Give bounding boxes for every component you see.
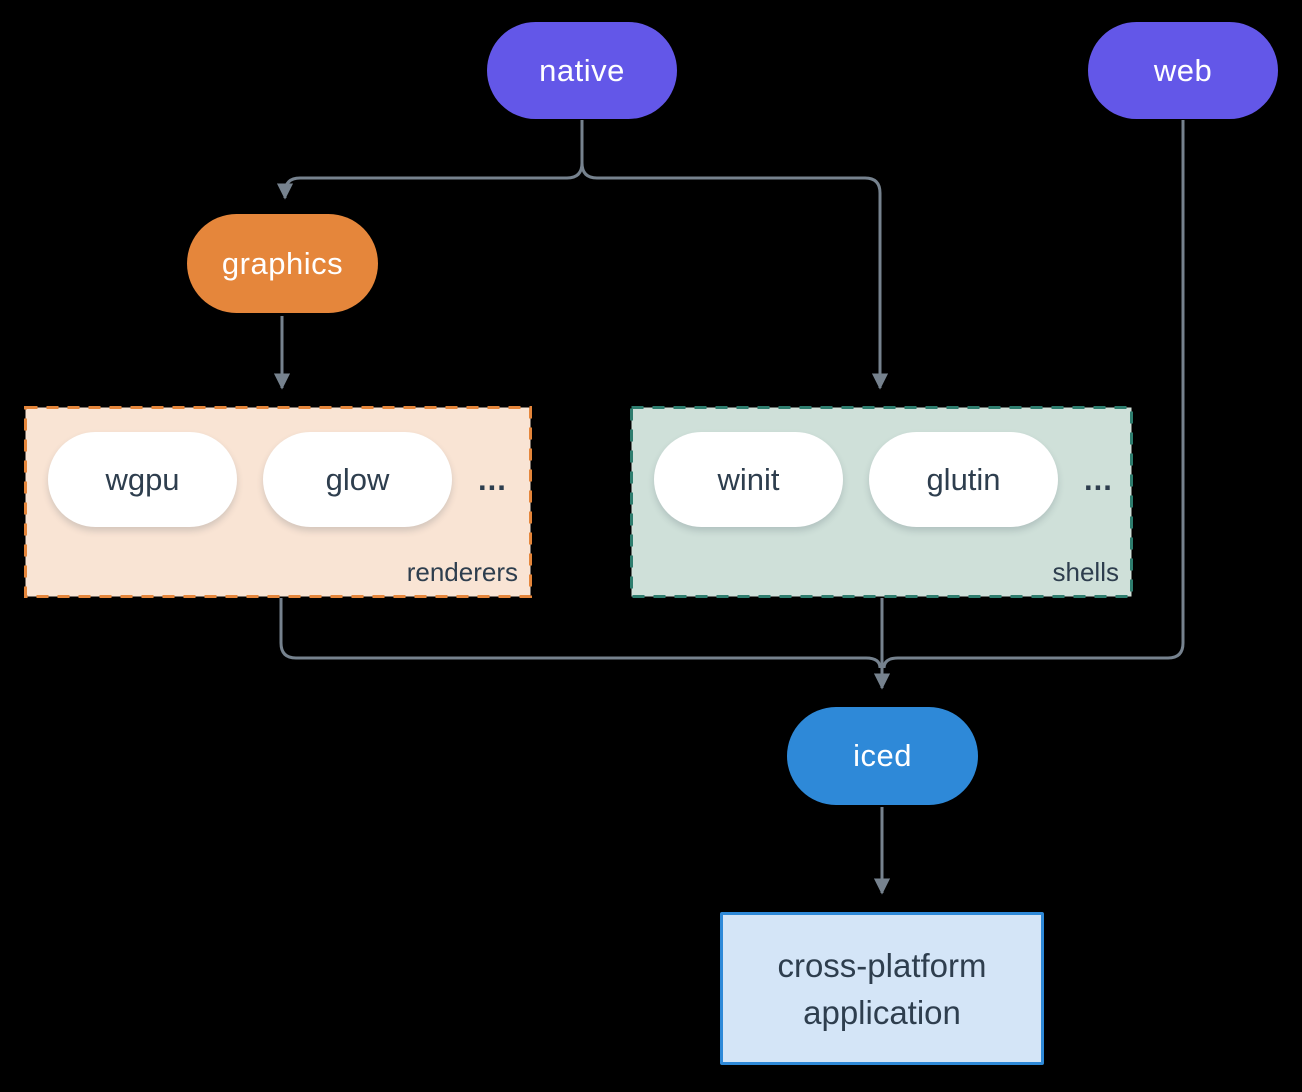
edge-web-iced	[882, 120, 1185, 669]
application-label-line1: cross-platform	[777, 946, 987, 984]
node-winit: winit	[654, 432, 843, 527]
edge-native-graphics	[276, 120, 584, 200]
node-web: web	[1088, 22, 1278, 119]
renderers-ellipsis: ...	[478, 461, 507, 497]
node-native: native	[487, 22, 677, 119]
node-wgpu: wgpu	[48, 432, 237, 527]
renderers-items: wgpu glow ...	[48, 432, 507, 527]
shells-items: winit glutin ...	[654, 432, 1113, 527]
node-glutin: glutin	[869, 432, 1058, 527]
renderers-group: wgpu glow ... renderers	[24, 406, 532, 598]
node-iced: iced	[787, 707, 978, 805]
node-glow: glow	[263, 432, 452, 527]
edge-renderers-iced	[279, 598, 882, 669]
shells-group: winit glutin ... shells	[630, 406, 1133, 598]
node-cross-platform-application: cross-platform application	[720, 912, 1044, 1065]
shells-group-label: shells	[1052, 557, 1119, 587]
node-graphics: graphics	[187, 214, 378, 313]
application-label-line2: application	[803, 993, 961, 1031]
shells-ellipsis: ...	[1084, 461, 1113, 497]
edge-native-shells	[580, 162, 889, 390]
renderers-group-label: renderers	[406, 557, 518, 587]
